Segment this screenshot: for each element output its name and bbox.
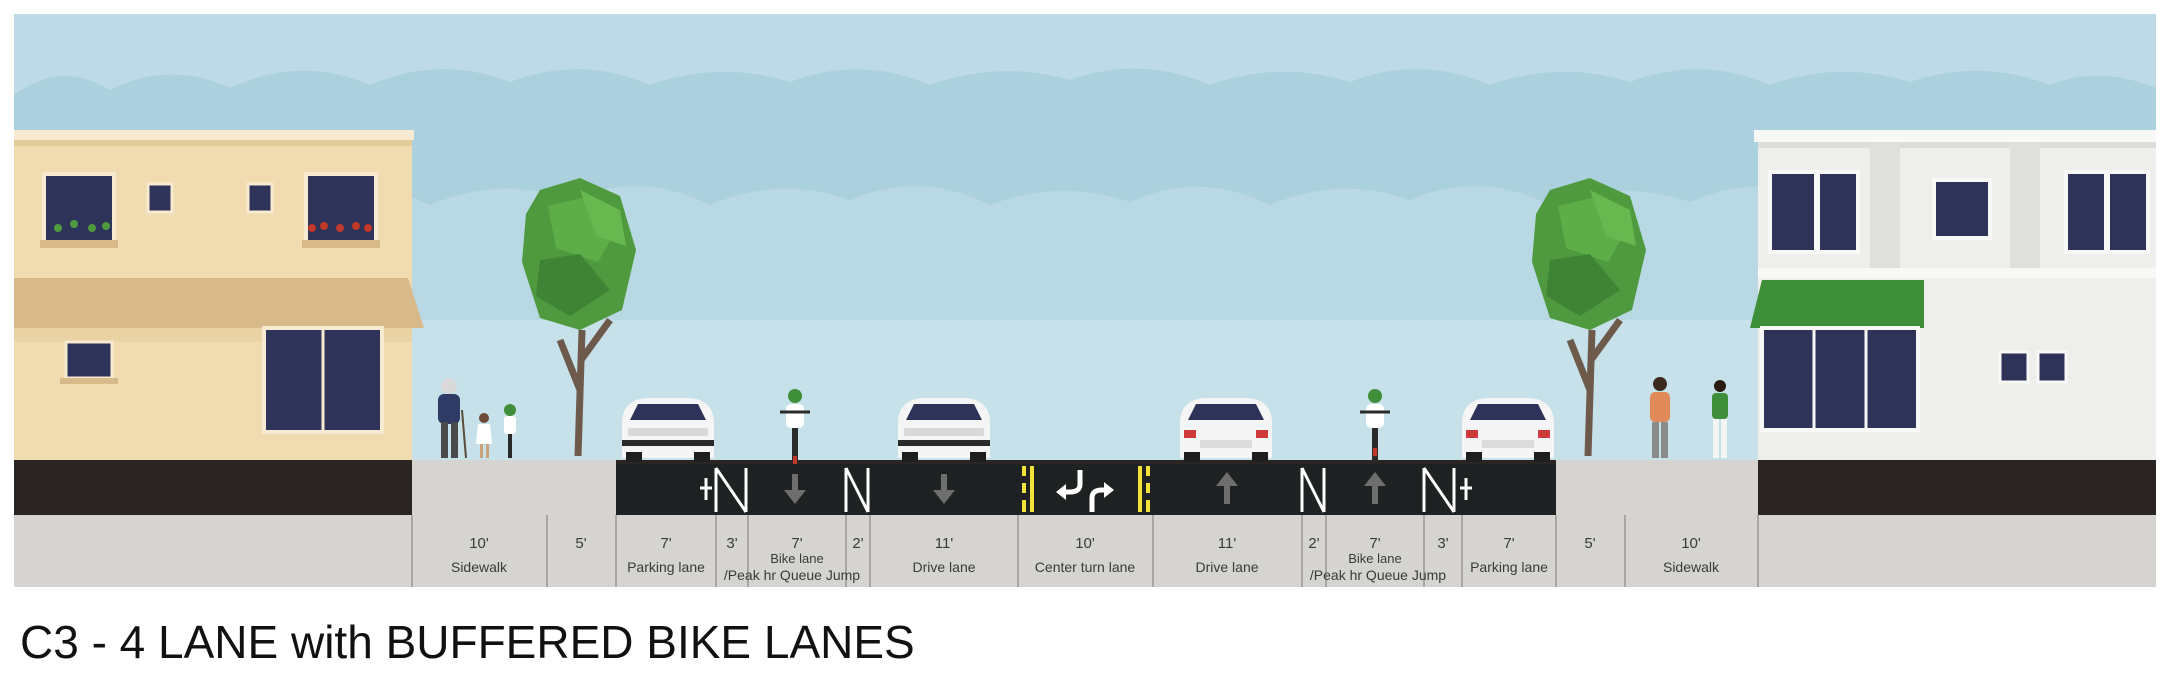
buffer-hatch-left-inner bbox=[844, 467, 870, 513]
window bbox=[64, 340, 114, 380]
lane-name-sidewalk-left: Sidewalk bbox=[451, 559, 508, 575]
cloud-band-lower bbox=[14, 279, 2156, 466]
lane-width-bike-right: 7' bbox=[1369, 535, 1380, 552]
flower-boxes bbox=[308, 222, 372, 232]
car-drive-right bbox=[1180, 398, 1272, 462]
arrow-down-icon-bike-left bbox=[784, 474, 806, 504]
lane-name-sidewalk-right: Sidewalk bbox=[1663, 559, 1720, 575]
child-cyclist bbox=[504, 404, 516, 458]
road-markings bbox=[700, 467, 1472, 513]
window bbox=[1816, 170, 1860, 254]
car-parking-left bbox=[622, 398, 714, 462]
pedestrian-right-1 bbox=[1650, 377, 1670, 458]
window bbox=[2106, 170, 2150, 254]
lane-name-drive-right: Drive lane bbox=[1195, 559, 1258, 575]
lane-sub-bike-right: Bike lane bbox=[1348, 551, 1401, 566]
arrow-up-icon-drive-right bbox=[1216, 472, 1238, 504]
lane-name-parking-right: Parking lane bbox=[1470, 559, 1548, 575]
lane-width-bike-left: 7' bbox=[791, 535, 802, 552]
window bbox=[2036, 350, 2068, 384]
arrow-up-icon-bike-right bbox=[1364, 472, 1386, 504]
lane-width-buffer-right-outer: 3' bbox=[1437, 535, 1448, 552]
center-yellow-lines bbox=[1022, 466, 1150, 512]
window bbox=[42, 172, 116, 244]
building-right bbox=[1750, 130, 2156, 460]
storefront-window bbox=[1760, 326, 1920, 432]
road-asphalt bbox=[616, 464, 1556, 515]
window bbox=[246, 182, 274, 214]
lane-width-buffer-left-outer: 3' bbox=[726, 535, 737, 552]
building-left bbox=[14, 130, 424, 460]
lane-width-parking-left: 7' bbox=[660, 535, 671, 552]
buffer-hatch-left-outer bbox=[700, 467, 748, 513]
cyclist-bike-lane-right bbox=[1360, 389, 1390, 462]
lane-arrows bbox=[784, 472, 1386, 504]
awning-left bbox=[14, 278, 424, 328]
lane-sub-bike-left: Bike lane bbox=[770, 551, 823, 566]
lane-width-parking-right: 7' bbox=[1503, 535, 1514, 552]
lane-dividers bbox=[411, 515, 1759, 587]
lane-name-center-turn: Center turn lane bbox=[1035, 559, 1136, 575]
lane-width-planting-left: 5' bbox=[575, 535, 586, 552]
lane-labels: 10' Sidewalk 5' 7' Parking lane 3' 7' Bi… bbox=[451, 535, 1720, 583]
lane-width-sidewalk-right: 10' bbox=[1681, 535, 1701, 552]
window bbox=[2064, 170, 2108, 254]
lane-width-center-turn: 10' bbox=[1075, 535, 1095, 552]
window bbox=[1998, 350, 2030, 384]
car-drive-left bbox=[898, 398, 990, 462]
lane-name-bike-left: /Peak hr Queue Jump bbox=[724, 567, 860, 583]
lane-name-parking-left: Parking lane bbox=[627, 559, 705, 575]
pedestrian-elderly bbox=[438, 378, 467, 459]
awning-right bbox=[1750, 280, 1924, 328]
window bbox=[146, 182, 174, 214]
lane-width-drive-left: 11' bbox=[935, 535, 954, 552]
arrow-down-icon-drive-left bbox=[933, 474, 955, 504]
diagram-caption: C3 - 4 LANE with BUFFERED BIKE LANES bbox=[20, 616, 915, 668]
buffer-hatch-right-outer bbox=[1422, 467, 1472, 513]
sidewalk-right-surface bbox=[1556, 460, 1758, 515]
lane-width-sidewalk-left: 10' bbox=[469, 535, 489, 552]
lane-width-planting-right: 5' bbox=[1584, 535, 1595, 552]
pedestrian-right-2 bbox=[1712, 380, 1728, 458]
pedestrian-child bbox=[476, 413, 492, 458]
tree-left bbox=[522, 178, 636, 457]
lane-width-buffer-right-inner: 2' bbox=[1308, 535, 1319, 552]
turn-arrows-icon bbox=[1056, 470, 1114, 512]
tree-right bbox=[1532, 178, 1646, 457]
car-parking-right bbox=[1462, 398, 1554, 462]
cyclist-bike-lane-left bbox=[780, 389, 810, 464]
window bbox=[1768, 170, 1818, 254]
window bbox=[1932, 178, 1992, 240]
lane-name-bike-right: /Peak hr Queue Jump bbox=[1310, 567, 1446, 583]
sidewalk-left-surface bbox=[412, 460, 616, 515]
lane-name-drive-left: Drive lane bbox=[912, 559, 975, 575]
lane-width-buffer-left-inner: 2' bbox=[852, 535, 863, 552]
buffer-hatch-right-inner bbox=[1300, 467, 1326, 513]
ground-base bbox=[14, 515, 2156, 587]
lane-width-drive-right: 11' bbox=[1218, 535, 1237, 552]
